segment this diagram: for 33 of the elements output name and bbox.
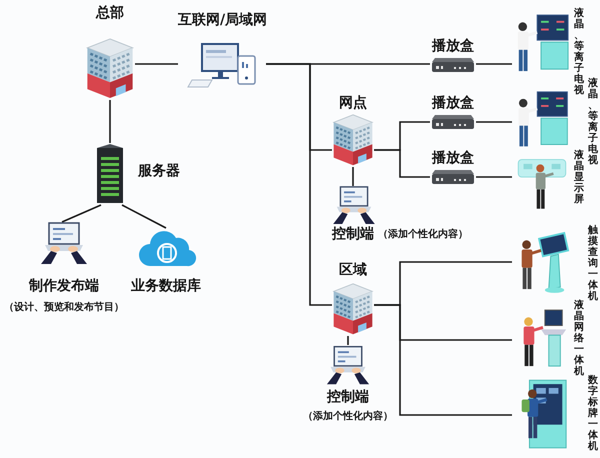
node-label: 控制端 [326,389,370,406]
connector-line [352,167,354,186]
node-label: 互联网/局域网 [178,12,266,29]
connector-line [266,63,332,306]
node-label: 服务器 [136,163,181,180]
node-label: 业务数据库 [130,278,202,295]
connector-line [135,63,178,65]
node-sublabel: （添加个性化内容） [302,411,394,423]
node-label: 区域 [338,262,368,279]
connector-line [347,336,349,345]
connector-line [374,304,512,416]
node-label: 播放盒 [430,38,475,55]
node-label: 制作发布端 [28,278,100,295]
connector-line [109,100,111,143]
node-label: 控制端 [330,226,375,243]
node-label: 触摸查询一体机 [588,225,598,302]
connector-line [476,121,512,123]
connector-line [62,204,102,223]
node-label: 液晶网络一体机 [574,300,584,377]
node-label: 数字标牌一体机 [588,375,598,452]
node-sublabel: （添加个性化内容） [377,229,469,241]
connector-line [374,149,430,178]
node-label: 播放盒 [430,150,475,167]
node-label: 液晶、等离子电视 [588,78,598,166]
node-label: 液晶显示屏 [574,150,584,205]
connector-line [122,204,166,229]
node-label: 总部 [94,5,125,22]
node-sublabel: （设计、预览和发布节目） [3,302,125,314]
node-label: 网点 [338,95,368,112]
connector-line [476,176,512,178]
connector-line [476,63,512,65]
node-label: 液晶、等离子电视 [574,8,584,96]
node-label: 播放盒 [430,95,475,112]
